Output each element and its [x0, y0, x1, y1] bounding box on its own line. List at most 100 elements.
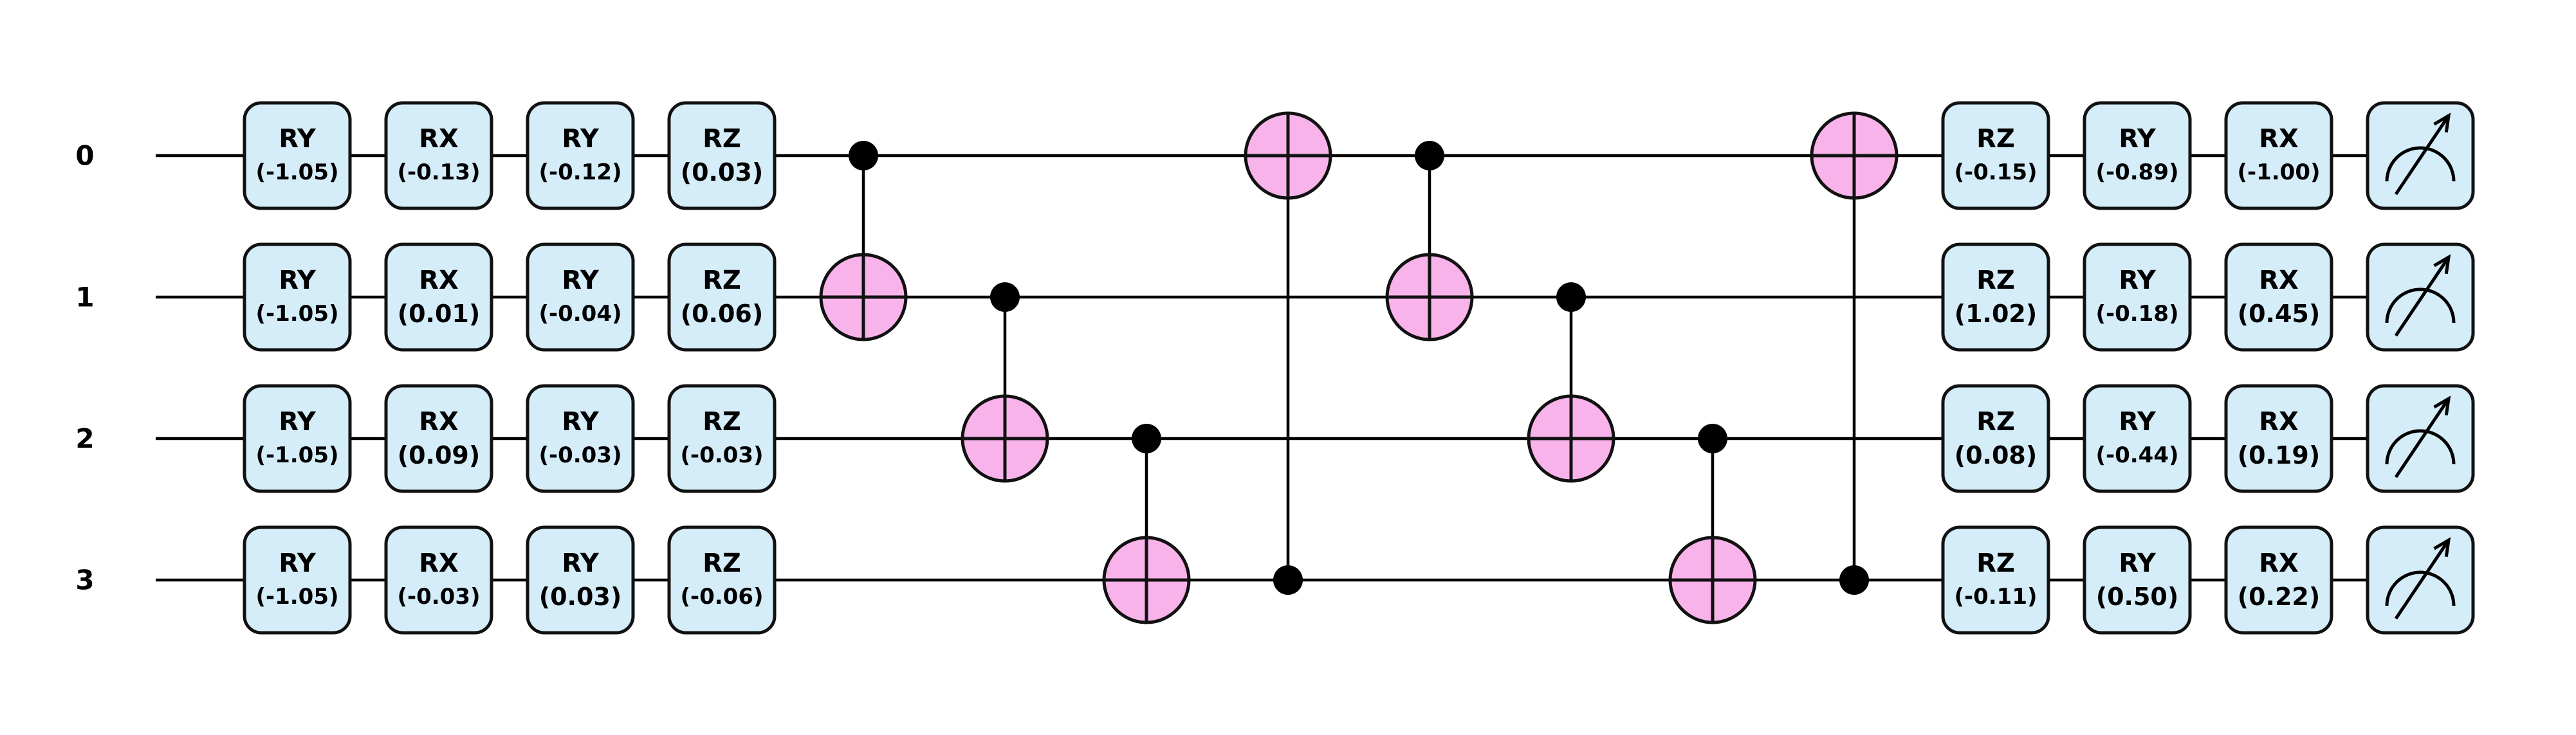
gate-box [2083, 101, 2192, 210]
gate-name: RY [279, 124, 317, 154]
gate-box [2083, 525, 2192, 635]
gate-name: RX [2259, 124, 2299, 154]
gate-box [243, 101, 352, 210]
rotation-gate-ry: RY(-0.03) [526, 384, 635, 493]
gate-box [526, 242, 635, 352]
gate-name: RX [419, 407, 459, 437]
cnot-gate [961, 282, 1049, 483]
gate-parameter: (-0.44) [2095, 442, 2178, 468]
gate-box [667, 384, 777, 493]
gate-parameter: (-1.05) [255, 301, 338, 327]
gate-box [1941, 242, 2050, 352]
gate-name: RX [2259, 549, 2299, 578]
cnot-links-layer [861, 156, 1856, 580]
cnot-target-icon [1385, 253, 1474, 341]
gate-box [243, 242, 352, 352]
cnot-gate [1244, 111, 1332, 595]
cnot-target-icon [1102, 536, 1191, 624]
control-dot [1132, 424, 1161, 453]
gate-parameter: (-1.05) [255, 442, 338, 468]
gate-box [526, 525, 635, 635]
meter-icon [2366, 242, 2475, 352]
gate-name: RY [279, 407, 317, 437]
rotation-gate-rz: RZ (-0.15) [1941, 101, 2050, 210]
rotation-gate-rz: RZ(0.06) [667, 242, 777, 352]
meter-icon [2366, 101, 2475, 210]
cnot-target-icon [1527, 394, 1615, 483]
rotation-gate-rx: RX(0.09) [384, 384, 493, 493]
gate-name: RY [2119, 124, 2157, 154]
gate-box [2224, 242, 2333, 352]
gate-name: RZ [1976, 266, 2015, 295]
gate-parameter: (-1.05) [255, 159, 338, 185]
rotation-gate-ry: RY(-0.04) [526, 242, 635, 352]
gate-name: RZ [703, 124, 741, 154]
gate-name: RY [279, 266, 317, 295]
rotation-gate-rx: RX(0.45) [2224, 242, 2333, 352]
control-dot [1839, 565, 1869, 595]
qubit-label: 0 [75, 140, 94, 172]
gate-parameter: (-0.04) [538, 301, 621, 327]
gate-name: RX [2259, 407, 2299, 437]
gate-box [384, 525, 493, 635]
gate-name: RZ [1976, 407, 2015, 437]
meter-icon [2366, 525, 2475, 635]
control-dot [1698, 424, 1727, 453]
rotation-gate-ry: RY (-0.89) [2083, 101, 2192, 210]
gate-parameter: (-0.15) [1954, 159, 2037, 185]
gate-parameter: (-0.18) [2095, 301, 2178, 327]
cnot-gate [1810, 111, 1899, 595]
gate-parameter: (-0.13) [397, 159, 480, 185]
rotation-gate-rz: RZ(-0.11) [1941, 525, 2050, 635]
gate-parameter: (-0.11) [1954, 584, 2037, 610]
gate-parameter: (0.03) [539, 583, 622, 611]
cnot-gate [1527, 282, 1615, 483]
gate-parameter: (0.08) [1955, 441, 2038, 469]
control-dot [1556, 282, 1586, 312]
gate-parameter: (0.45) [2238, 300, 2321, 328]
gate-box [667, 242, 777, 352]
cnot-target-icon [961, 394, 1049, 483]
cnot-gate [1102, 424, 1191, 624]
control-dot [1273, 565, 1303, 595]
gate-box [384, 101, 493, 210]
gate-parameter: (0.50) [2096, 583, 2179, 611]
rotation-gate-ry: RY (-1.05) [243, 525, 352, 635]
gate-parameter: (0.01) [398, 300, 481, 328]
rotation-gate-ry: RY(0.50) [2083, 525, 2192, 635]
control-dot [990, 282, 1020, 312]
gate-box [2083, 384, 2192, 493]
gate-box [667, 101, 777, 210]
gate-name: RX [419, 549, 459, 578]
gates-layer: RY (-1.05) RY (-1.05) RY (-1.05) RY (-1.05) RX (-… [243, 101, 2475, 635]
gate-name: RY [279, 549, 317, 578]
cnot-gate [1385, 141, 1474, 341]
gate-name: RZ [1976, 124, 2015, 154]
gate-parameter: (-0.03) [397, 584, 480, 610]
gate-parameter: (-1.00) [2237, 159, 2320, 185]
gate-parameter: (-0.12) [538, 159, 621, 185]
rotation-gate-rx: RX (-0.13) [384, 101, 493, 210]
gate-parameter: (-1.05) [255, 584, 338, 610]
wires-layer [156, 154, 2438, 582]
rotation-gate-rx: RX (-0.03) [384, 525, 493, 635]
rotation-gate-rx: RX (-1.00) [2224, 101, 2333, 210]
gate-box [526, 384, 635, 493]
cnot-gate [1668, 424, 1757, 624]
rotation-gate-rz: RZ(-0.06) [667, 525, 777, 635]
gate-parameter: (-0.03) [680, 442, 763, 468]
gate-box [1941, 525, 2050, 635]
qubit-label: 2 [75, 423, 94, 455]
rotation-gate-rx: RX(0.01) [384, 242, 493, 352]
gate-parameter: (-0.89) [2095, 159, 2178, 185]
gate-box [526, 101, 635, 210]
rotation-gate-rz: RZ(0.03) [667, 101, 777, 210]
gate-name: RY [2119, 266, 2157, 295]
meter-icon [2366, 384, 2475, 493]
gate-name: RX [419, 124, 459, 154]
rotation-gate-rx: RX(0.22) [2224, 525, 2333, 635]
gate-name: RZ [703, 549, 741, 578]
gate-parameter: (0.06) [681, 300, 764, 328]
control-dot [849, 141, 878, 170]
